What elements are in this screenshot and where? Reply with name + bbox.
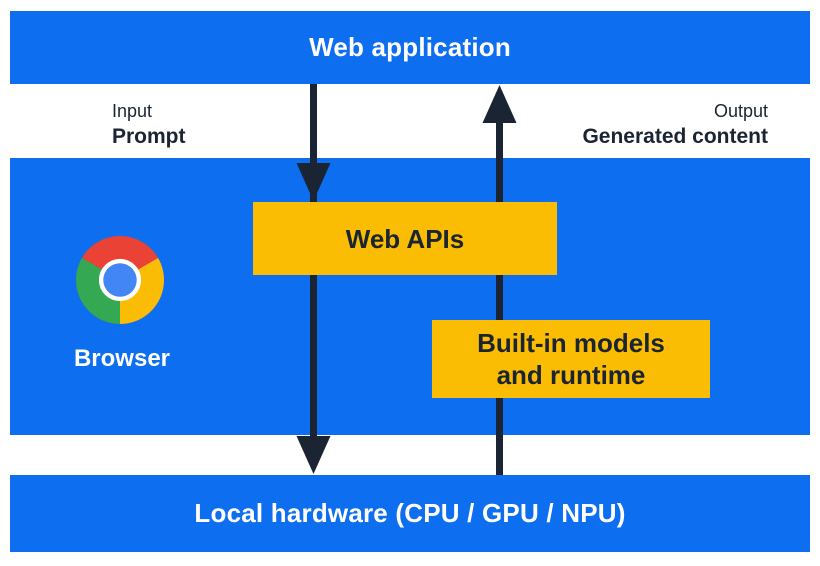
- builtin-models-label-line1: Built-in models: [477, 328, 665, 358]
- browser-label: Browser: [73, 345, 171, 372]
- output-value: Generated content: [582, 125, 768, 148]
- input-flow-label: Input Prompt: [112, 100, 186, 150]
- local-hardware-label: Local hardware (CPU / GPU / NPU): [194, 498, 626, 528]
- output-flow-label: Output Generated content: [582, 100, 768, 150]
- web-apis-label: Web APIs: [345, 223, 465, 254]
- input-value: Prompt: [112, 125, 186, 148]
- local-hardware-bar: Local hardware (CPU / GPU / NPU): [10, 475, 810, 552]
- chrome-logo-icon: [76, 236, 164, 324]
- builtin-models-box: Built-in models and runtime: [432, 320, 710, 398]
- builtin-models-label-line2: and runtime: [496, 360, 646, 390]
- web-apis-box: Web APIs: [253, 202, 557, 275]
- web-application-label: Web application: [309, 32, 511, 62]
- output-caption: Output: [713, 101, 768, 121]
- input-caption: Input: [112, 101, 153, 121]
- web-application-bar: Web application: [10, 11, 810, 84]
